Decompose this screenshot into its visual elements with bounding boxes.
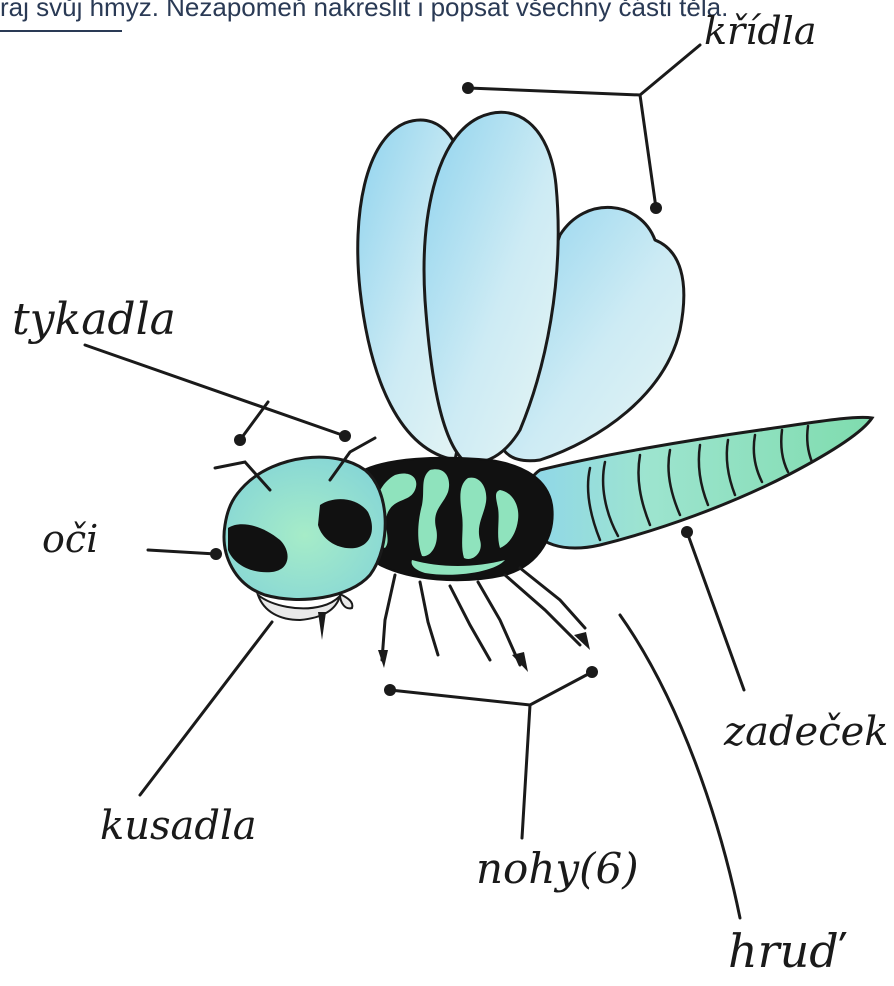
label-oci: oči	[42, 520, 98, 558]
label-tykadla: tykadla	[12, 298, 176, 342]
head	[224, 457, 385, 640]
legs	[382, 568, 585, 665]
label-nohy: nohy(6)	[476, 848, 639, 890]
label-kusadla: kusadla	[100, 806, 257, 846]
label-hrud: hruď	[728, 928, 839, 974]
label-zadecek: zadeček	[724, 712, 889, 752]
wings	[358, 112, 684, 463]
label-kridla: křídla	[704, 12, 816, 50]
